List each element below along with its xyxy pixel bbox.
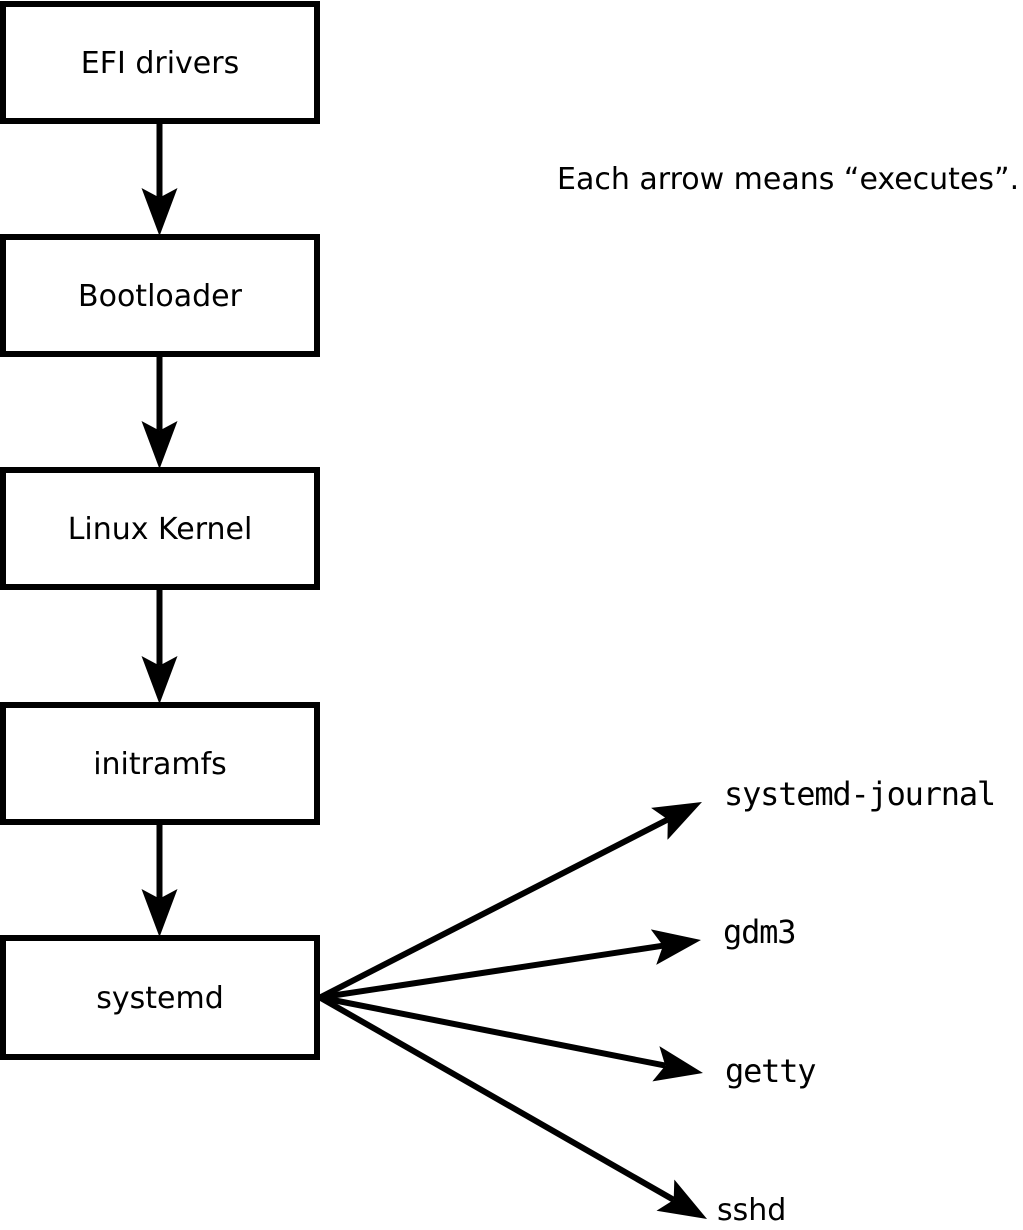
box-label-bootloader: Bootloader	[78, 279, 243, 314]
box-label-initramfs: initramfs	[93, 747, 227, 782]
box-label-efi-drivers: EFI drivers	[81, 46, 239, 81]
box-initramfs	[0, 702, 320, 825]
arrow-meaning-note: Each arrow means “executes”.	[557, 162, 1019, 197]
process-label-gdm3: gdm3	[723, 913, 795, 951]
box-efi-drivers	[0, 1, 320, 124]
box-label-systemd: systemd	[96, 981, 224, 1016]
box-label-linux-kernel: Linux Kernel	[68, 512, 253, 547]
process-label-sshd: sshd	[717, 1193, 786, 1228]
process-label-systemd-journal: systemd-journal	[724, 775, 995, 813]
arrow-systemd-to-getty	[319, 994, 703, 1082]
process-label-getty: getty	[725, 1052, 816, 1090]
arrow-systemd-to-journal	[318, 802, 702, 1001]
arrow-systemd-to-gdm3	[319, 929, 701, 1001]
box-systemd	[0, 935, 320, 1060]
arrow-systemd-to-sshd	[318, 994, 708, 1219]
